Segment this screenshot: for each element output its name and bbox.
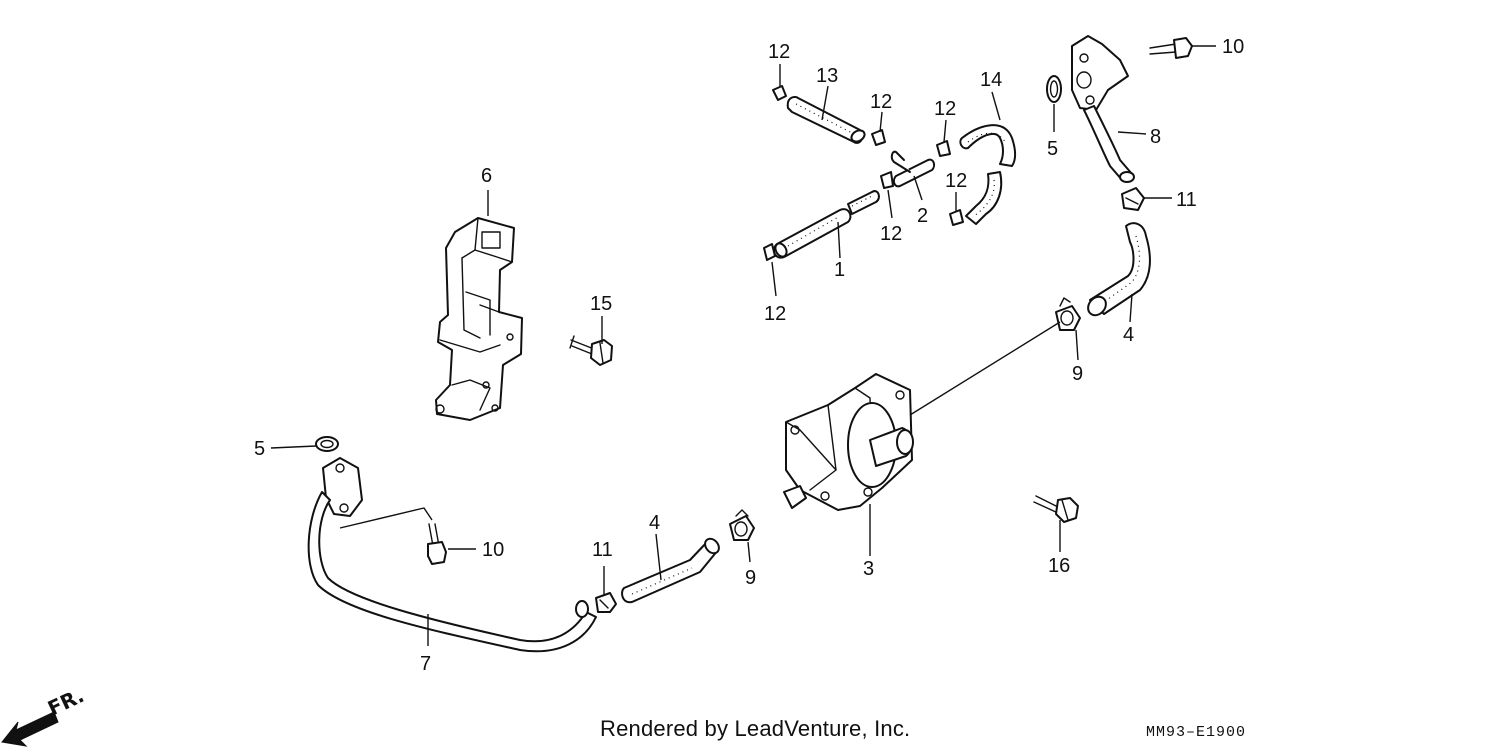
- part-5-washer-right[interactable]: [1046, 75, 1062, 103]
- label-6: 6: [481, 165, 492, 187]
- label-12-b: 12: [870, 91, 892, 113]
- part-9-clamp-left[interactable]: [729, 509, 755, 541]
- part-6-bracket[interactable]: [435, 217, 523, 421]
- label-12-d: 12: [945, 170, 967, 192]
- label-10-left: 10: [482, 539, 504, 561]
- part-7-pipe[interactable]: [307, 457, 597, 653]
- part-12-clip-a[interactable]: [772, 85, 787, 101]
- part-9-clamp-right[interactable]: [1055, 297, 1081, 331]
- part-8-pipe[interactable]: [1071, 35, 1135, 183]
- label-8: 8: [1150, 126, 1161, 148]
- label-7: 7: [420, 653, 431, 675]
- label-5-left: 5: [254, 438, 265, 460]
- label-4-right: 4: [1123, 324, 1134, 346]
- label-12-f: 12: [764, 303, 786, 325]
- label-12-a: 12: [768, 41, 790, 63]
- part-12-clip-b[interactable]: [871, 129, 886, 146]
- label-12-e: 12: [880, 223, 902, 245]
- part-2-joint[interactable]: [890, 150, 936, 188]
- label-4-left: 4: [649, 512, 660, 534]
- part-4-hose-right[interactable]: [1084, 222, 1151, 319]
- part-10-bolt-right[interactable]: [1149, 37, 1193, 59]
- label-9-right: 9: [1072, 363, 1083, 385]
- part-5-washer-left[interactable]: [315, 436, 339, 452]
- label-5-right: 5: [1047, 138, 1058, 160]
- label-16: 16: [1048, 555, 1070, 577]
- label-14: 14: [980, 69, 1002, 91]
- label-10-right: 10: [1222, 36, 1244, 58]
- label-15: 15: [590, 293, 612, 315]
- label-1: 1: [834, 259, 845, 281]
- label-3: 3: [863, 558, 874, 580]
- label-11-right: 11: [1176, 189, 1197, 211]
- part-13-hose[interactable]: [786, 96, 867, 144]
- part-12-clip-f[interactable]: [763, 243, 776, 261]
- part-11-clip-left[interactable]: [595, 592, 617, 613]
- front-direction-marker: FR.: [1, 683, 88, 747]
- part-15-bolt[interactable]: [569, 335, 613, 366]
- diagram-code: MM93–E1900: [1146, 724, 1247, 741]
- part-12-clip-c[interactable]: [936, 140, 951, 157]
- label-9-left: 9: [745, 567, 756, 589]
- label-12-c: 12: [934, 98, 956, 120]
- part-4-hose-left[interactable]: [621, 536, 722, 604]
- label-11-left: 11: [592, 539, 613, 561]
- part-14-hose[interactable]: [959, 124, 1016, 225]
- label-2: 2: [917, 205, 928, 227]
- footer-credit: Rendered by LeadVenture, Inc.: [600, 716, 911, 741]
- label-13: 13: [816, 65, 838, 87]
- arrow-icon: [1, 711, 59, 747]
- leader-lines: [270, 45, 1216, 646]
- part-16-bolt[interactable]: [1033, 495, 1079, 523]
- callout-labels: 6 15 5 10 7 11 4 9 3 16 9 4 11 8 5 10 12…: [254, 36, 1244, 675]
- fr-label: FR.: [44, 683, 88, 720]
- part-11-clip-right[interactable]: [1121, 187, 1145, 211]
- part-hose-short[interactable]: [847, 190, 880, 215]
- part-3-fuel-pump[interactable]: [783, 373, 914, 511]
- part-12-clip-d[interactable]: [949, 209, 964, 226]
- part-12-clip-e[interactable]: [880, 171, 894, 189]
- part-10-bolt-left[interactable]: [427, 523, 447, 565]
